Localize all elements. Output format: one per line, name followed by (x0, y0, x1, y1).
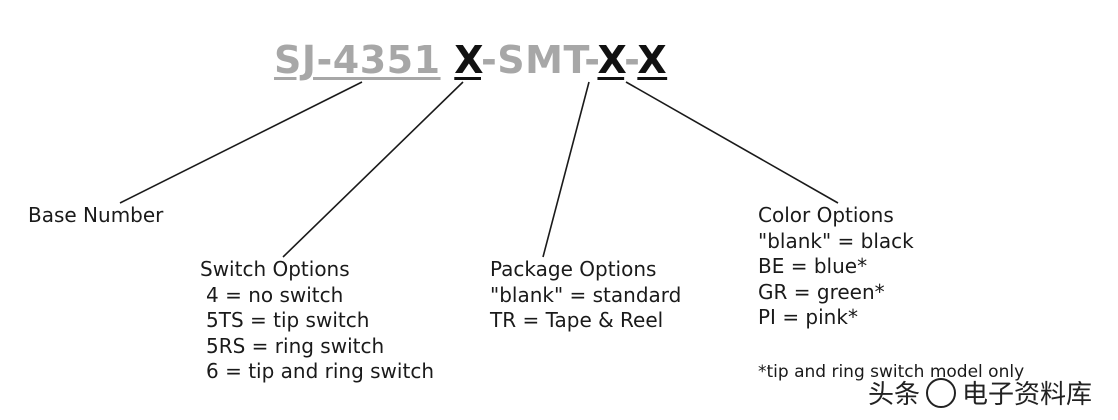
color-option-item: GR = green* (758, 279, 885, 304)
part-number-color-variable: X (637, 38, 668, 82)
watermark-text-b: 电子资料库 (962, 380, 1093, 410)
color-options-block: Color Options "blank" = black BE = blue*… (758, 203, 914, 331)
switch-option-item: 4 = no switch (206, 282, 344, 307)
switch-options-block: Switch Options 4 = no switch 5TS = tip s… (200, 257, 434, 385)
color-option-item: PI = pink* (758, 305, 858, 329)
color-options-title: Color Options (758, 203, 894, 227)
base-number-title: Base Number (28, 203, 164, 227)
connector-switch-options (282, 81, 464, 258)
connector-color-options (625, 81, 839, 204)
watermark-text-a: 头条 (868, 380, 921, 410)
color-option-item: BE = blue* (758, 254, 868, 278)
color-options-note: *tip and ring switch model only (758, 362, 1025, 382)
part-number-separator: - (624, 38, 638, 82)
package-option-item: TR = Tape & Reel (490, 308, 664, 332)
watermark: 头条 电子资料库 (868, 374, 1092, 411)
switch-option-item: 5RS = ring switch (206, 333, 385, 358)
package-options-block: Package Options "blank" = standard TR = … (490, 257, 681, 334)
connector-package-options (542, 81, 590, 258)
part-number-switch-variable: X (454, 38, 481, 82)
base-number-block: Base Number (28, 203, 163, 229)
package-options-title: Package Options (490, 257, 657, 281)
connector-base-number (119, 81, 363, 204)
package-option-item: "blank" = standard (490, 282, 682, 307)
part-number-separator-smt: -SMT- (480, 38, 598, 82)
color-option-item: "blank" = black (758, 228, 914, 253)
part-number-package-variable: X (597, 38, 625, 82)
switch-options-title: Switch Options (200, 257, 350, 281)
switch-option-item: 6 = tip and ring switch (206, 359, 434, 383)
part-number-base: SJ-4351 (274, 38, 441, 82)
part-number: SJ-4351 X-SMT-X-X (274, 38, 667, 82)
switch-option-item: 5TS = tip switch (206, 308, 370, 332)
watermark-logo-icon (926, 377, 957, 408)
